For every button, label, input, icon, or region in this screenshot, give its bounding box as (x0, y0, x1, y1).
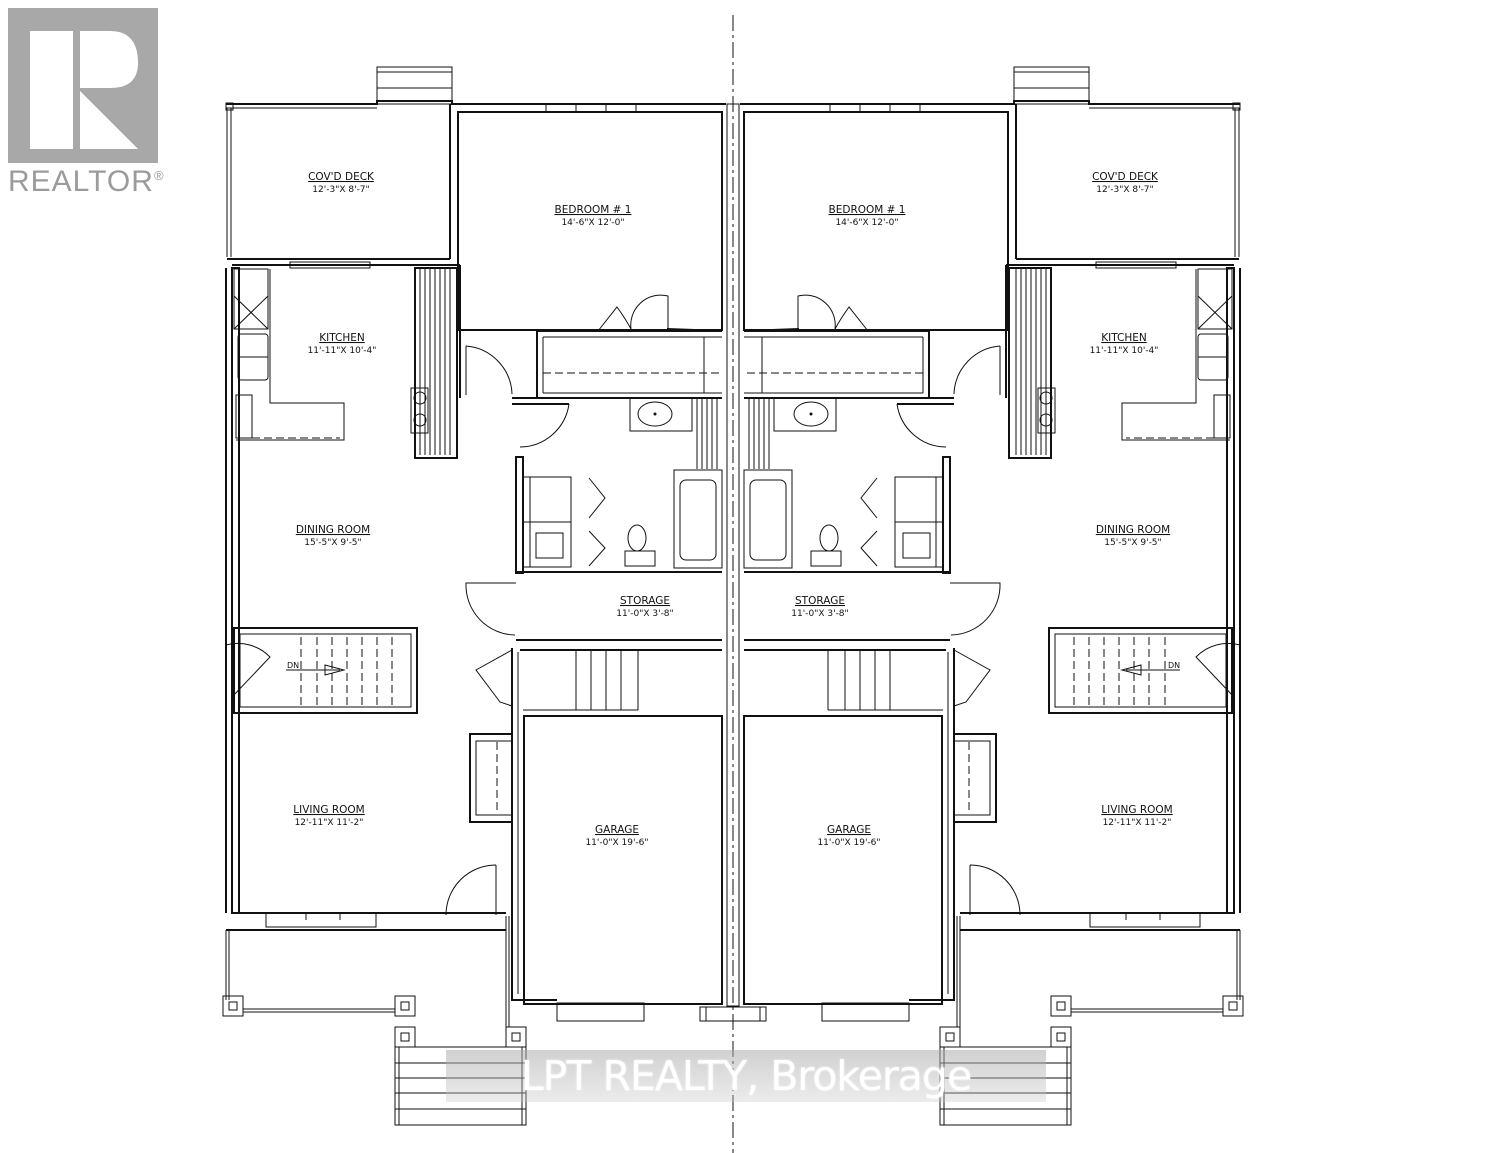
realtor-r-mark-icon (8, 8, 158, 163)
walls (222, 66, 761, 1126)
stair-down-label-right: DN (1168, 661, 1180, 670)
room-size-kitchen-left: 11'-11"X 10'-4" (308, 346, 377, 356)
room-size-living-left: 12'-11"X 11'-2" (295, 818, 364, 828)
room-size-deck-left: 12'-3"X 8'-7" (312, 185, 369, 195)
room-size-bedroom-left: 14'-6"X 12'-0" (561, 218, 624, 228)
room-size-garage-left: 11'-0"X 19'-6" (585, 838, 648, 848)
room-size-kitchen-right: 11'-11"X 10'-4" (1090, 346, 1159, 356)
room-name-garage-right: GARAGE (827, 824, 871, 836)
room-size-bedroom-right: 14'-6"X 12'-0" (835, 218, 898, 228)
realtor-wordmark: REALTOR (8, 165, 154, 198)
room-name-dining-left: DINING ROOM (296, 524, 370, 536)
room-name-storage-right: STORAGE (795, 595, 845, 607)
brokerage-watermark: LPT REALTY, Brokerage (446, 1050, 1046, 1102)
realtor-logo: REALTOR® (8, 8, 164, 199)
room-name-deck-left: COV'D DECK (308, 171, 375, 183)
room-size-garage-right: 11'-0"X 19'-6" (817, 838, 880, 848)
room-size-deck-right: 12'-3"X 8'-7" (1096, 185, 1153, 195)
room-labels: COV'D DECK 12'-3"X 8'-7" BEDROOM # 1 14'… (287, 171, 1180, 848)
stair-down-label-left: DN (287, 661, 299, 670)
registered-mark: ® (153, 168, 165, 183)
room-name-bedroom-left: BEDROOM # 1 (555, 204, 632, 216)
room-name-deck-right: COV'D DECK (1092, 171, 1159, 183)
room-size-dining-left: 15'-5"X 9'-5" (304, 538, 361, 548)
room-size-storage-left: 11'-0"X 3'-8" (616, 609, 673, 619)
room-name-living-left: LIVING ROOM (293, 804, 364, 816)
room-name-storage-left: STORAGE (620, 595, 670, 607)
room-name-kitchen-left: KITCHEN (319, 332, 365, 344)
room-name-dining-right: DINING ROOM (1096, 524, 1170, 536)
room-name-kitchen-right: KITCHEN (1101, 332, 1147, 344)
room-name-living-right: LIVING ROOM (1101, 804, 1172, 816)
stair-treads (300, 637, 393, 705)
room-size-storage-right: 11'-0"X 3'-8" (791, 609, 848, 619)
bath-linen (696, 398, 718, 469)
unit-right (705, 66, 1244, 1126)
room-size-living-right: 12'-11"X 11'-2" (1103, 818, 1172, 828)
unit-left (222, 66, 761, 1126)
room-name-garage-left: GARAGE (595, 824, 639, 836)
kitchen-cabinets-right (419, 268, 451, 455)
room-name-bedroom-right: BEDROOM # 1 (829, 204, 906, 216)
room-size-dining-right: 15'-5"X 9'-5" (1104, 538, 1161, 548)
